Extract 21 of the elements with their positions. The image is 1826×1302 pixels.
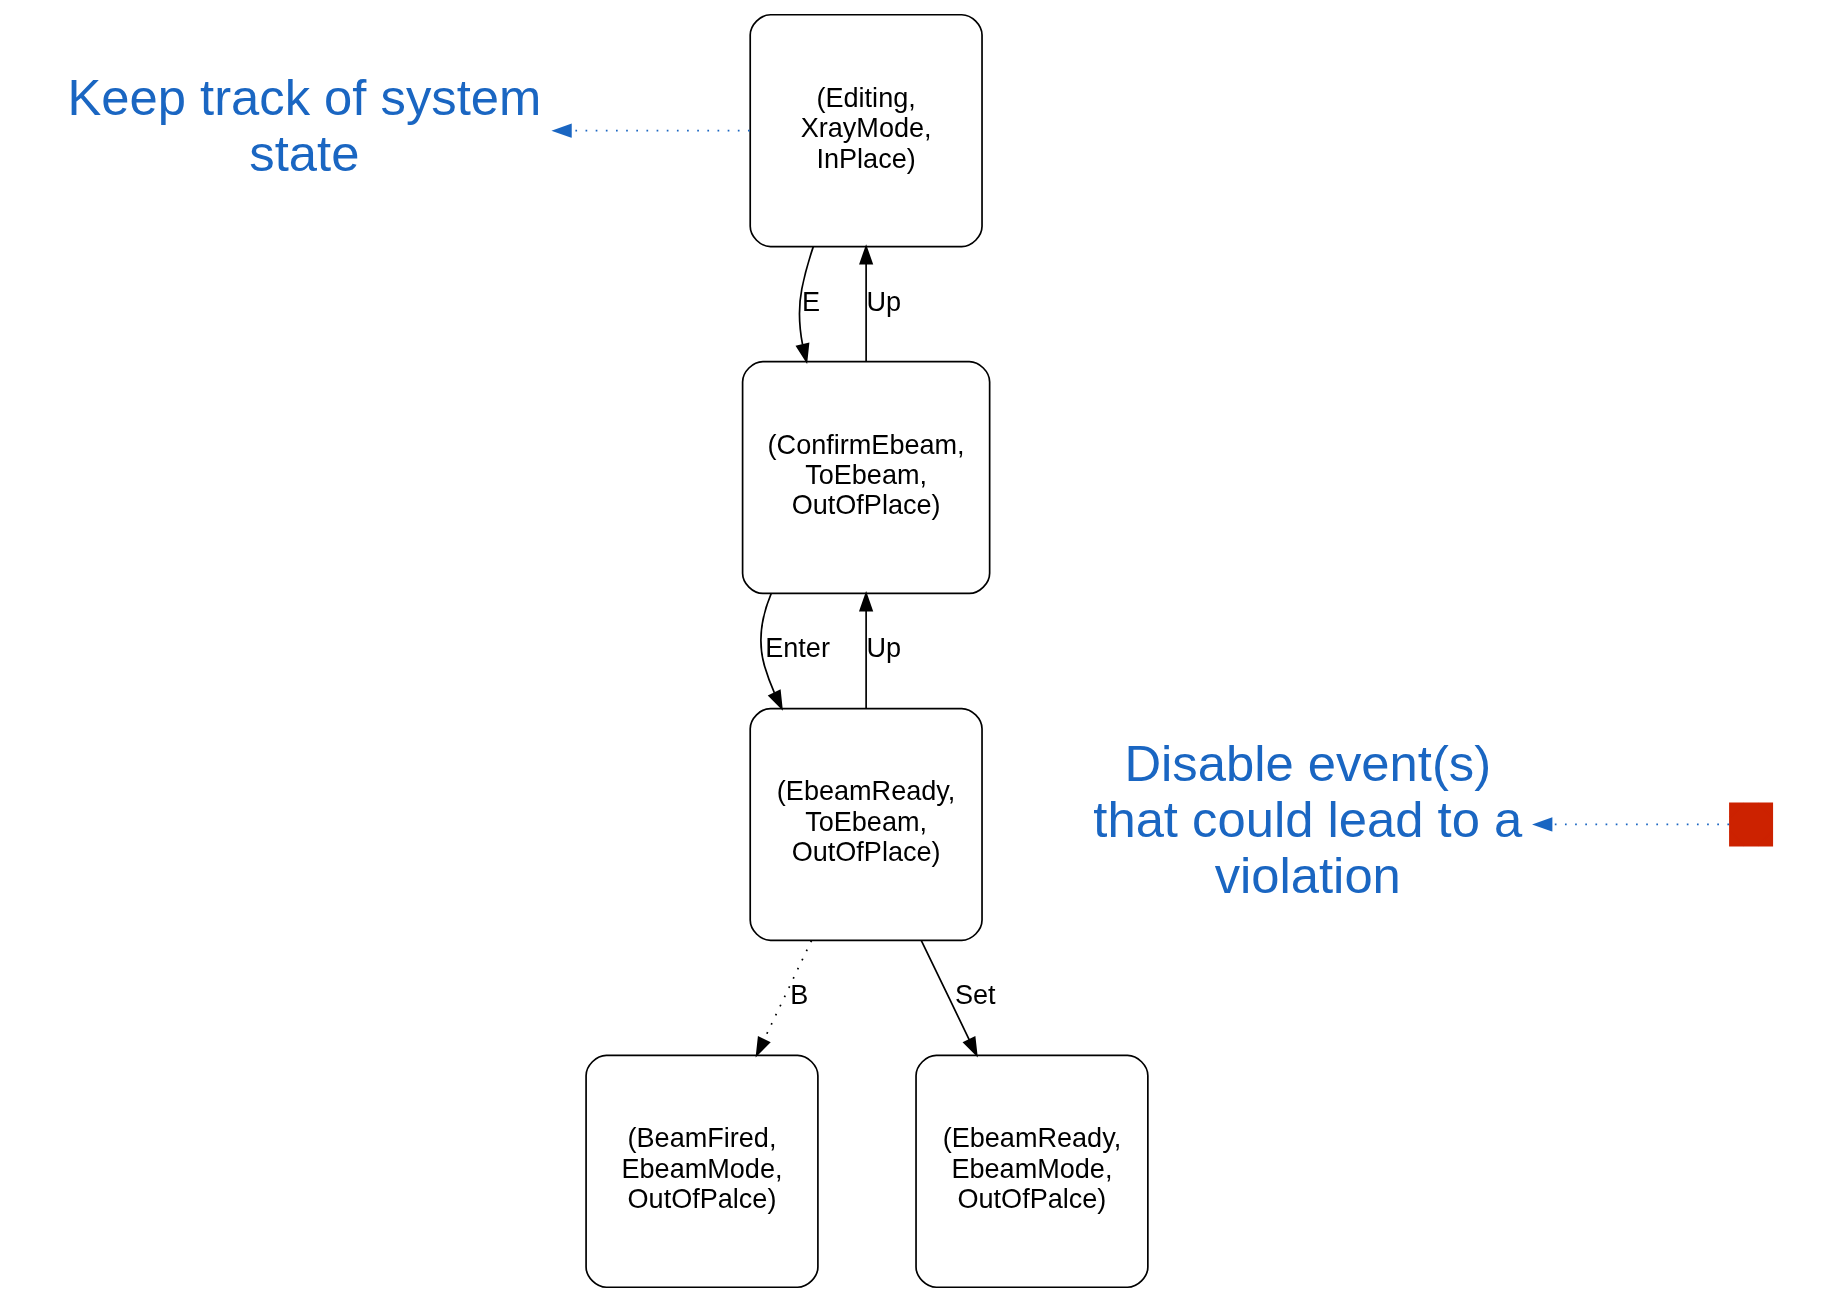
edge-label: Up: [866, 285, 901, 317]
arrow: [858, 244, 873, 363]
arrow: [1531, 817, 1730, 832]
edge-label: B: [789, 979, 808, 1011]
arrow: [858, 591, 873, 710]
node-box: (Editing, XrayMode, InPlace): [748, 13, 983, 248]
node-box: (ConfirmEbeam, ToEbeam, OutOfPlace): [741, 360, 990, 595]
edge-label: E: [801, 285, 820, 317]
arrow: [755, 939, 812, 1058]
arrow: [795, 245, 814, 364]
edge-label: Set: [954, 979, 996, 1011]
node-text: Disable event(s) that could lead to a violation: [1092, 735, 1522, 904]
arrow: [920, 939, 978, 1058]
node-box: (EbeamReady, ToEbeam, OutOfPlace): [748, 707, 983, 942]
edge-label: Up: [866, 632, 901, 664]
node-box: (BeamFired, EbeamMode, OutOfPalce): [584, 1054, 819, 1289]
arrow: [550, 123, 750, 138]
node-text: Keep track of system state: [66, 69, 541, 183]
edge-label: Enter: [764, 632, 830, 664]
arrow: [759, 592, 783, 711]
node-box: (EbeamReady, EbeamMode, OutOfPalce): [914, 1054, 1149, 1289]
